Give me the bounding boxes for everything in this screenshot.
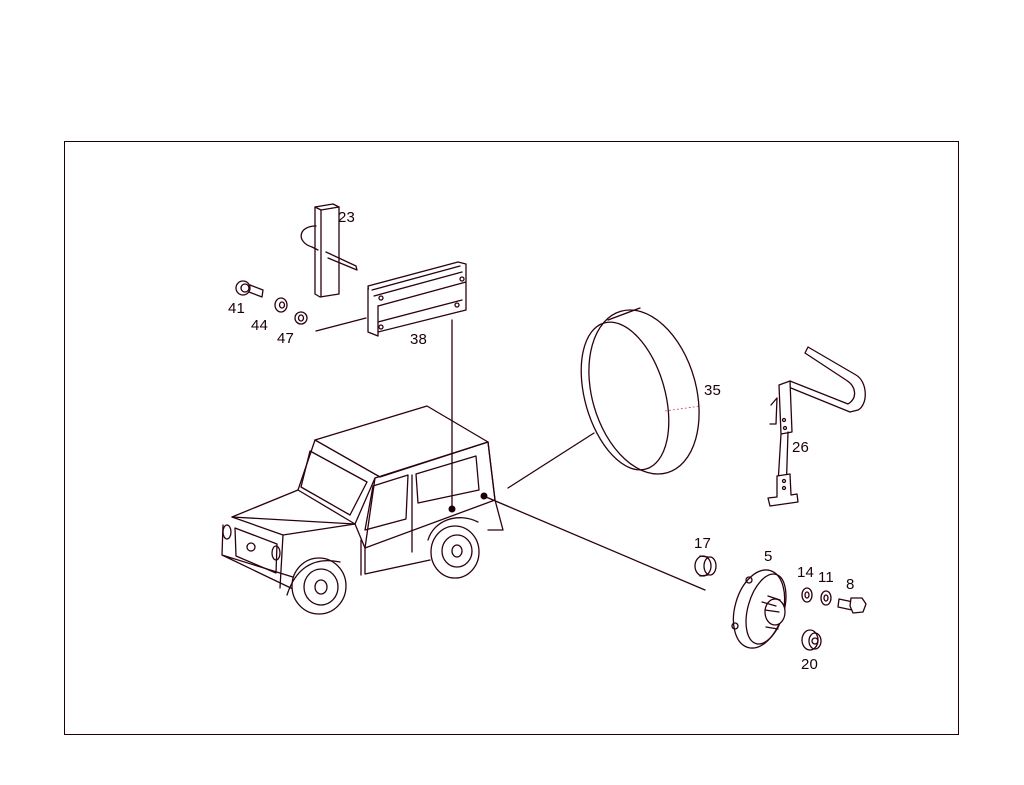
part-8-bolt bbox=[837, 597, 867, 614]
vehicle-illustration bbox=[221, 405, 504, 615]
part-41-bolt bbox=[235, 280, 264, 298]
part-47-spring-washer bbox=[294, 311, 308, 325]
callout-17: 17 bbox=[694, 535, 712, 552]
callout-44: 44 bbox=[251, 317, 269, 334]
callout-38: 38 bbox=[410, 331, 428, 348]
part-11-spring-washer bbox=[820, 590, 832, 606]
callout-8: 8 bbox=[846, 576, 855, 593]
callout-5: 5 bbox=[764, 548, 773, 565]
part-38-bracket bbox=[367, 261, 467, 337]
callout-20: 20 bbox=[801, 656, 819, 673]
callout-26: 26 bbox=[792, 439, 810, 456]
part-44-washer bbox=[274, 297, 288, 313]
part-17-bushing bbox=[694, 555, 717, 577]
part-23-post bbox=[300, 203, 358, 298]
part-20-nut bbox=[801, 629, 822, 651]
callout-41: 41 bbox=[228, 300, 246, 317]
part-26-strap bbox=[767, 346, 866, 507]
callout-47: 47 bbox=[277, 330, 295, 347]
part-35-wheel-cover bbox=[580, 307, 702, 475]
part-14-washer bbox=[801, 587, 813, 603]
diagram-frame bbox=[64, 141, 959, 735]
callout-23: 23 bbox=[338, 209, 356, 226]
callout-14: 14 bbox=[797, 564, 815, 581]
callout-35: 35 bbox=[704, 382, 722, 399]
part-5-hub-plate bbox=[731, 569, 787, 649]
callout-11: 11 bbox=[818, 569, 834, 586]
leader-lines bbox=[315, 317, 706, 591]
